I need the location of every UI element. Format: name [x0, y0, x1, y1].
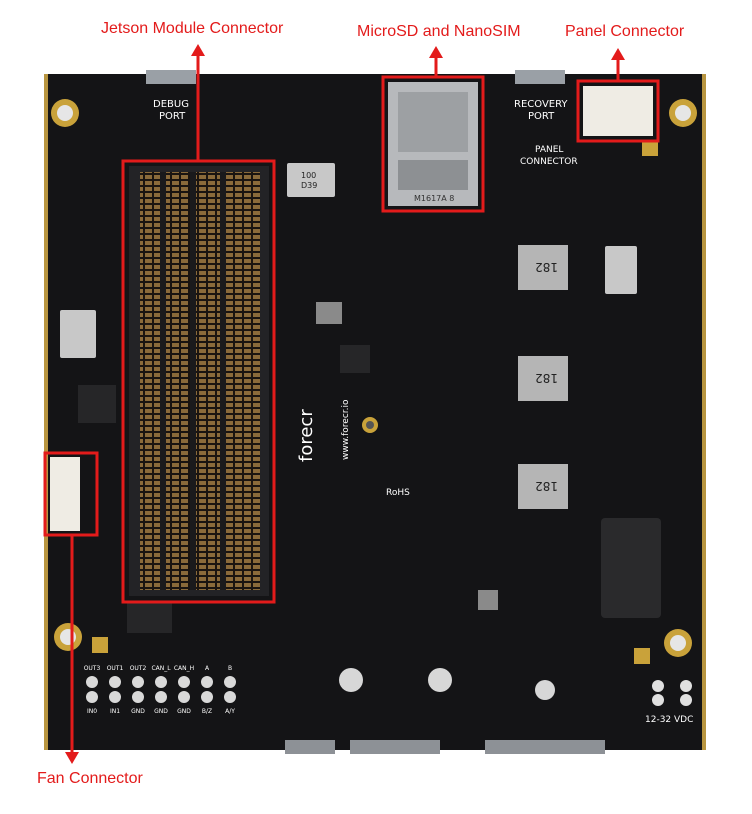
- inductor-1: [518, 245, 568, 290]
- callout-microsd-nanosim: MicroSD and NanoSIM: [357, 23, 521, 40]
- silk-panel-1: PANEL: [535, 145, 563, 155]
- mounting-hole-center: [362, 417, 378, 433]
- io_bottom-label: GND: [154, 708, 168, 715]
- capacitor-left: [60, 310, 96, 358]
- chip-1: [340, 345, 370, 373]
- pcb-edge-gold: [44, 74, 48, 750]
- highlight-jetson-connector: [121, 159, 276, 604]
- io_top-label: CAN_H: [174, 665, 194, 672]
- gold-pad-2: [92, 637, 108, 653]
- inductor-2: [518, 356, 568, 401]
- silk-url: www.forecr.io: [341, 399, 351, 460]
- io_bottom-label: A/Y: [225, 708, 235, 715]
- arrow-jetson: [191, 44, 205, 160]
- capacitor-top: [287, 163, 335, 197]
- io_top-label: B: [228, 665, 232, 672]
- mounting-hole-tl: [51, 99, 79, 127]
- highlight-fan-connector: [43, 451, 99, 537]
- silk-cap-1: 100: [301, 171, 316, 180]
- gold-pad-3: [634, 648, 650, 664]
- gold-pad-1: [642, 140, 658, 156]
- io_bottom-label: B/Z: [202, 708, 212, 715]
- silk-debug-1: DEBUG: [153, 99, 189, 110]
- arrow-fan: [65, 536, 79, 764]
- silk-inductor-3: 182: [535, 479, 558, 493]
- io_top-label: OUT3: [84, 665, 101, 672]
- io_top-label: OUT1: [107, 665, 124, 672]
- silk-panel-2: CONNECTOR: [520, 157, 578, 167]
- silk-brand: forecr: [296, 409, 317, 462]
- callout-panel-connector: Panel Connector: [565, 23, 685, 40]
- callout-fan-connector: Fan Connector: [37, 770, 143, 787]
- io_bottom-label: IN1: [110, 708, 120, 715]
- capacitor-right: [605, 246, 637, 294]
- highlight-microsd-nanosim: [381, 75, 485, 213]
- chip-2: [78, 385, 116, 423]
- bottom-connector-1: [285, 740, 335, 754]
- power-pads: [652, 680, 692, 706]
- inductor-3: [518, 464, 568, 509]
- silk-inductor-2: 182: [535, 371, 558, 385]
- debug-usb-port: [146, 70, 196, 84]
- recovery-usb-port: [515, 70, 565, 84]
- silk-rohs: RoHS: [386, 488, 410, 498]
- io-bottom-labels: IN0 IN1 GND GND GND B/Z A/Y: [87, 708, 235, 715]
- io_top-label: CAN_L: [151, 665, 171, 672]
- mosfet-1: [316, 302, 342, 324]
- chip-3: [127, 603, 172, 633]
- silk-inductor-1: 182: [535, 260, 558, 274]
- round-pad-1: [339, 668, 363, 692]
- mounting-hole-tr: [669, 99, 697, 127]
- round-pad-2: [428, 668, 452, 692]
- io_bottom-label: IN0: [87, 708, 97, 715]
- silk-debug-2: PORT: [159, 111, 186, 122]
- bottom-connector-3: [485, 740, 605, 754]
- microsd-nanosim-slot: [388, 82, 478, 206]
- silk-recovery-2: PORT: [528, 111, 555, 122]
- arrow-panel: [611, 48, 625, 80]
- silk-sd-part: M1617A 8: [414, 194, 454, 203]
- silk-recovery-1: RECOVERY: [514, 99, 568, 110]
- panel-connector-part: [583, 86, 653, 136]
- power-jack: [601, 518, 661, 618]
- io-pads: [86, 676, 236, 703]
- round-pad-3: [535, 680, 555, 700]
- io_top-label: OUT2: [130, 665, 147, 672]
- arrow-microsd: [429, 46, 443, 76]
- jetson-module-connector-part: [129, 166, 269, 596]
- pcb-edge-gold-right: [702, 74, 706, 750]
- silk-cap-2: D39: [301, 181, 317, 190]
- mounting-hole-br: [664, 629, 692, 657]
- mounting-hole-bl: [54, 623, 82, 651]
- highlight-panel-connector: [576, 79, 660, 143]
- fan-connector-part: [50, 457, 80, 531]
- callout-jetson-module-connector: Jetson Module Connector: [101, 20, 284, 37]
- io_top-label: A: [205, 665, 210, 672]
- bottom-connector-2: [350, 740, 440, 754]
- mosfet-2: [478, 590, 498, 610]
- io_bottom-label: GND: [131, 708, 145, 715]
- silk-voltage: 12-32 VDC: [645, 715, 693, 725]
- io_bottom-label: GND: [177, 708, 191, 715]
